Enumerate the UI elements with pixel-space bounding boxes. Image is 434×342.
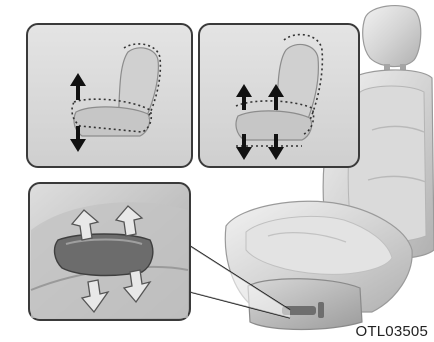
panel-seat-cushion — [236, 111, 312, 140]
panel-seat-height — [199, 24, 359, 167]
panel-frame — [27, 24, 192, 167]
panel-switch-closeup — [29, 183, 190, 320]
reference-code: OTL03505 — [356, 323, 428, 340]
seat-switch-recline — [318, 302, 324, 318]
panel-cushion-tilt — [27, 24, 192, 167]
seat-headrest — [363, 6, 421, 67]
panel-seat-cushion — [74, 107, 150, 136]
